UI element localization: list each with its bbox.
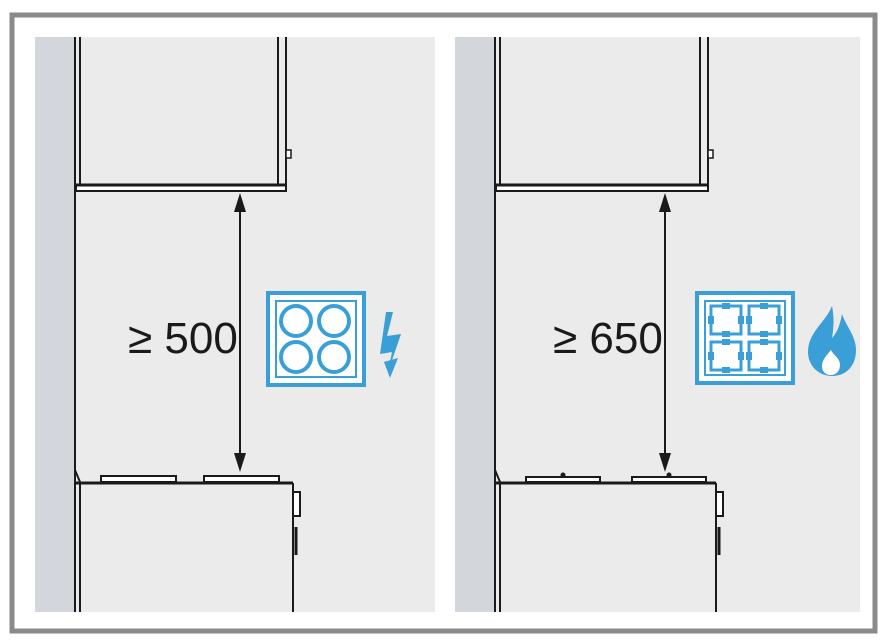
panel-gas: ≥ 650	[455, 37, 860, 612]
dimension-arrow	[234, 193, 246, 472]
wall-cabinet	[495, 37, 714, 192]
gas-burner-right	[631, 476, 707, 483]
arrow-down-icon	[234, 453, 246, 472]
panel-background	[35, 37, 435, 612]
control-knob-icon	[715, 491, 724, 517]
wall-cabinet	[75, 37, 292, 192]
gas-flame-icon	[808, 306, 856, 376]
arrow-up-icon	[659, 193, 671, 212]
wall	[35, 37, 75, 612]
arrow-down-icon	[659, 453, 671, 472]
dimension-arrow	[659, 193, 671, 472]
dimension-label: ≥ 650	[553, 314, 663, 363]
hob-plate-left	[100, 475, 177, 483]
base-cabinet	[74, 469, 301, 612]
control-knob-icon	[292, 491, 301, 517]
base-cabinet	[494, 469, 724, 612]
gas-hob-icon	[695, 291, 795, 385]
electric-hob-icon	[266, 291, 366, 387]
wall	[455, 37, 495, 612]
lightning-bolt-icon	[380, 312, 401, 378]
panel-electric: ≥ 500	[35, 37, 435, 612]
gas-burner-left	[525, 476, 601, 483]
hob-plate-right	[203, 475, 280, 483]
arrow-up-icon	[234, 193, 246, 212]
dimension-label: ≥ 500	[128, 314, 238, 363]
